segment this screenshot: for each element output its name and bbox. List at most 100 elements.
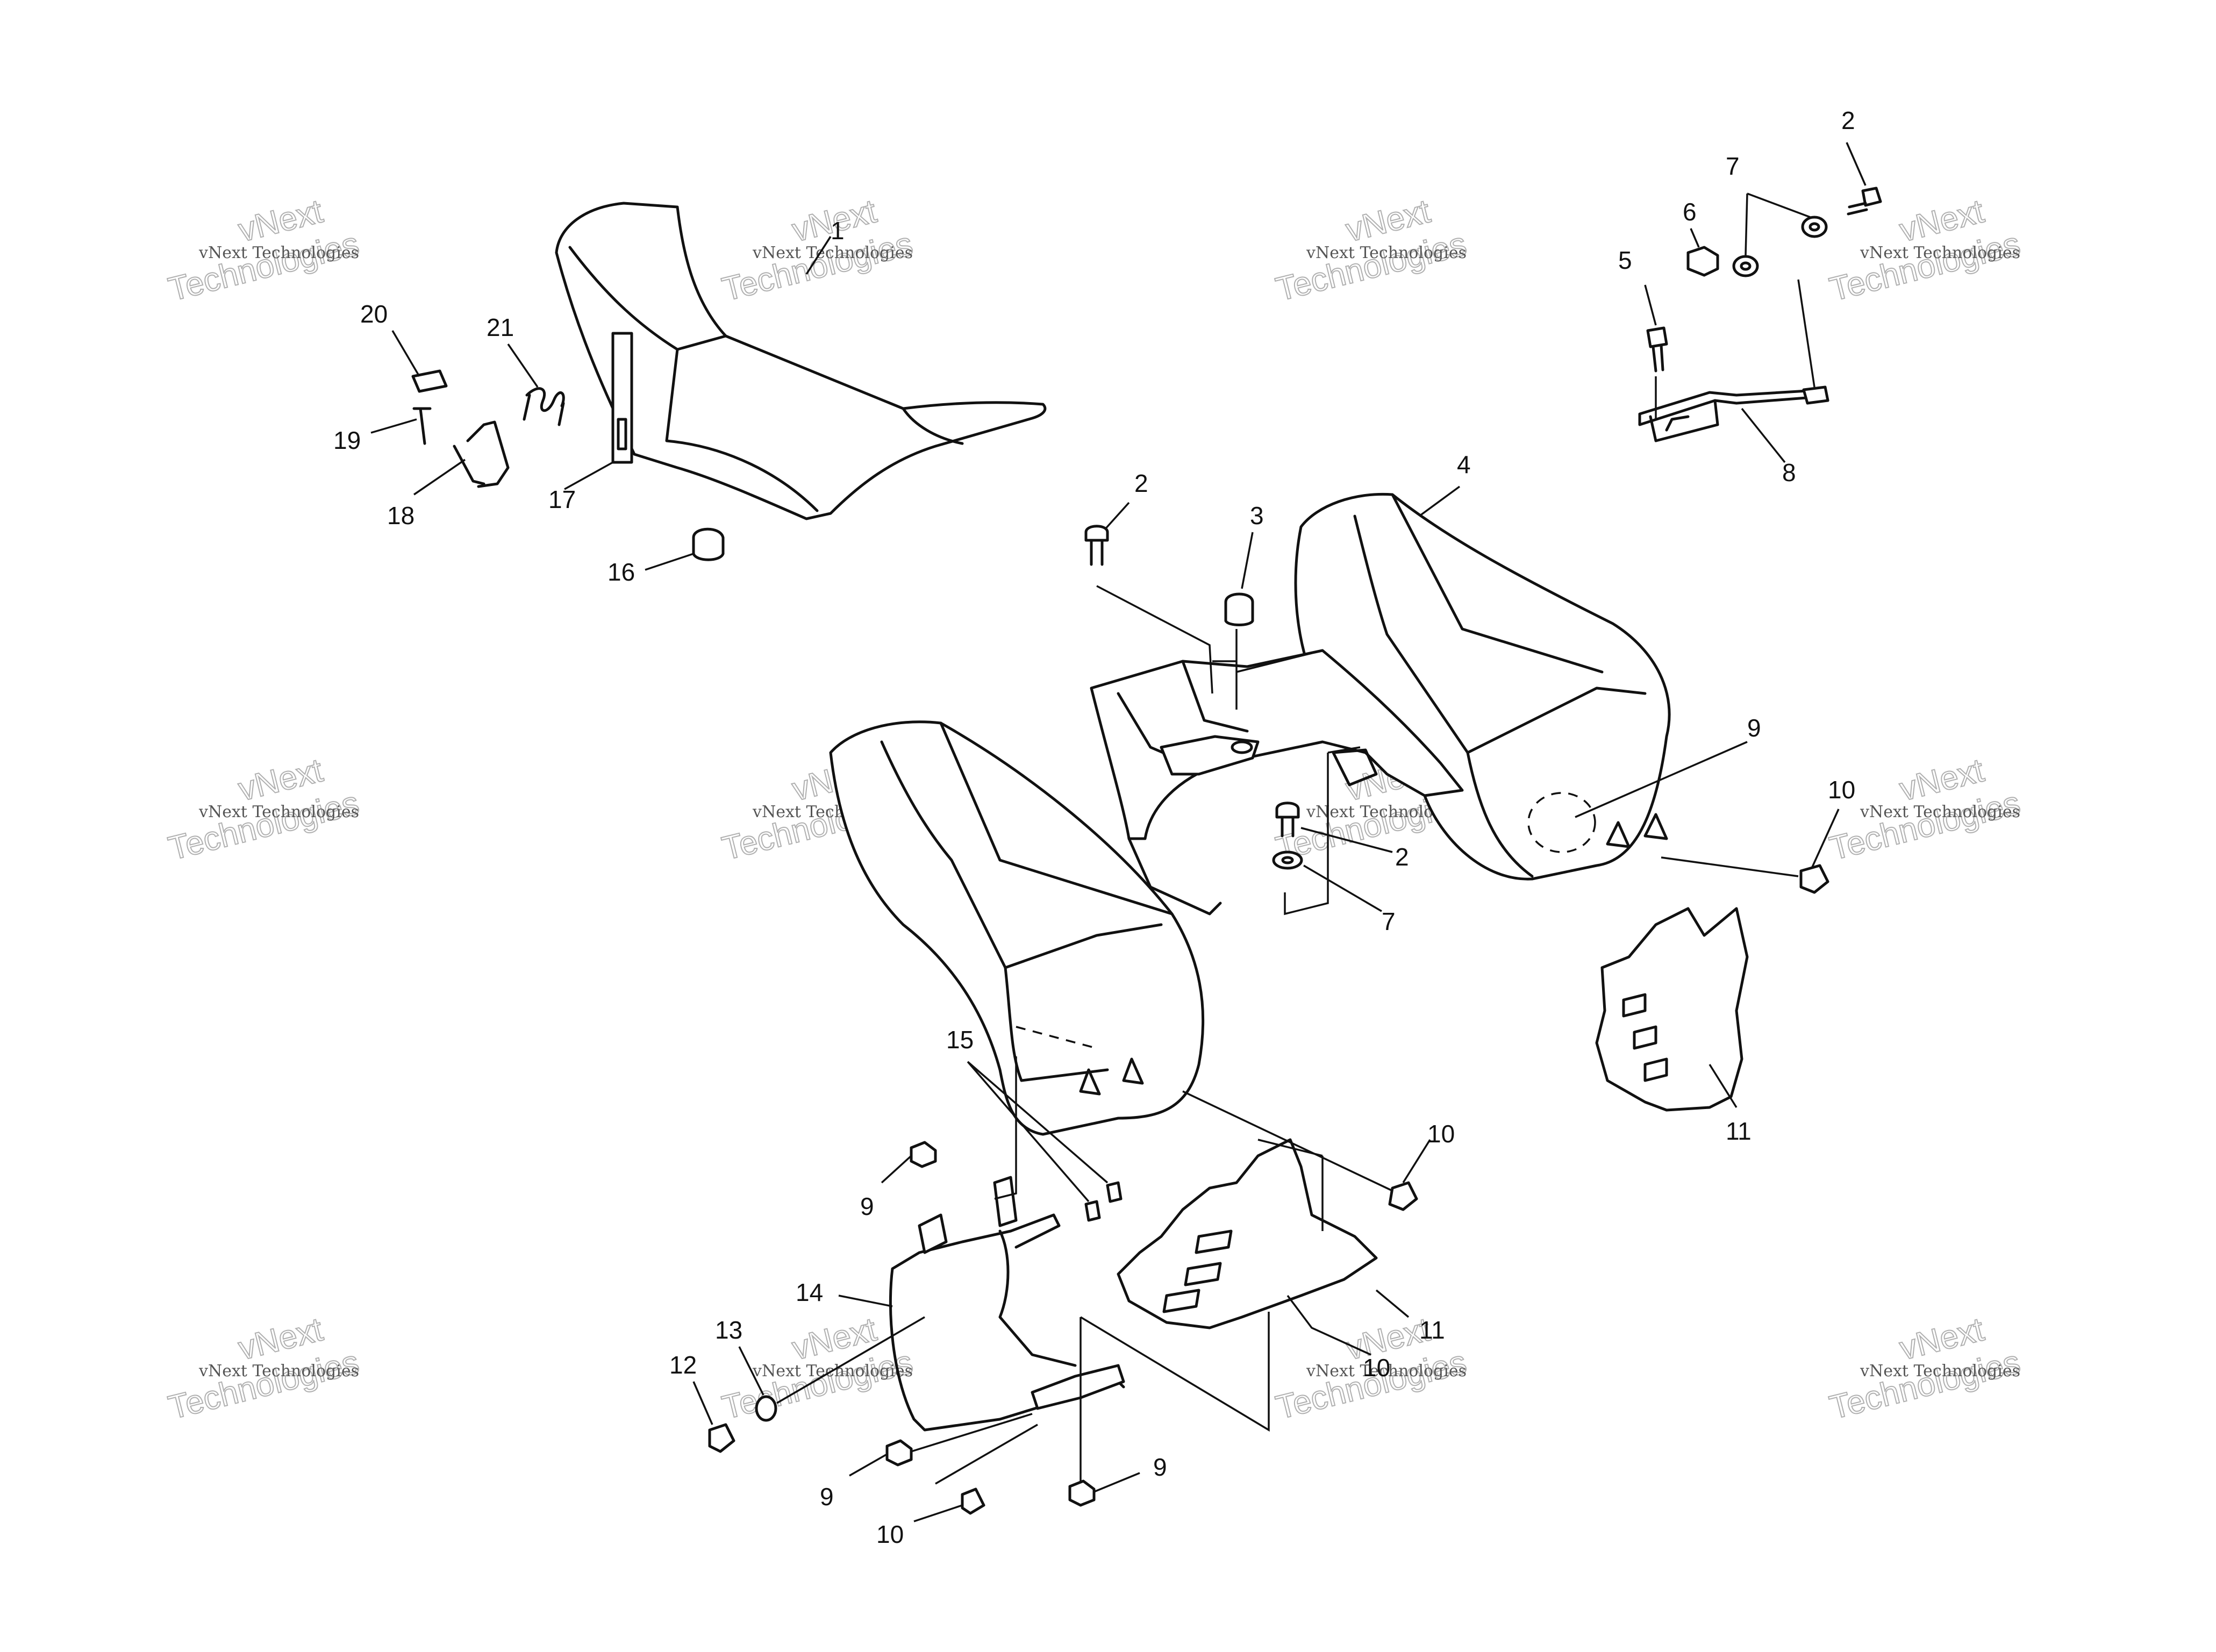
front-fender-crease (939, 721, 1174, 1082)
callout-11-right: 11 (1726, 1117, 1752, 1145)
rear-fender-mount-hole (1527, 792, 1596, 853)
callout-9-left: 9 (820, 1483, 834, 1511)
leader-13-part (776, 1316, 925, 1404)
leader-center-vertical (1257, 1139, 1324, 1231)
nut-9-bottom (1068, 1479, 1096, 1507)
leader-20 (391, 330, 420, 377)
grab-bar-cap (1802, 385, 1829, 405)
callout-10-center-lower: 10 (1363, 1354, 1390, 1382)
bolt-10-lower (961, 1487, 985, 1515)
callout-21: 21 (487, 313, 514, 341)
callout-3: 3 (1250, 502, 1264, 530)
callout-10-center: 10 (1427, 1120, 1455, 1148)
washer-7a (1732, 255, 1759, 277)
nut-9-top (910, 1141, 937, 1168)
leader-19 (370, 418, 417, 434)
leader-grab-bar-vertical (1655, 279, 1815, 419)
watermark-line: vNext Technologies (1860, 1362, 2020, 1381)
leader-2-upper (1104, 502, 1130, 531)
nut-6 (1686, 246, 1719, 277)
washer-7b (1801, 216, 1828, 238)
leader-10-center-lower (1286, 1295, 1371, 1356)
front-bracket-tab-right (993, 1176, 1018, 1227)
watermark: Technologies vNext vNext Technologies (165, 192, 363, 309)
latch-plate (411, 369, 448, 393)
bolt-2-top-shank (1847, 202, 1868, 216)
skid-plate-right-vent (1622, 993, 1668, 1082)
leader-7-center (1303, 864, 1382, 912)
leader-21 (507, 344, 539, 388)
seat-top-edge (568, 246, 727, 351)
watermark: Technologies vNext vNext Technologies (165, 751, 363, 868)
bolt-2-upper (1084, 525, 1109, 542)
watermark-line: vNext Technologies (198, 1362, 359, 1381)
leader-5 (1644, 284, 1657, 326)
skid-plates (1117, 907, 1749, 1329)
leader-2-top (1846, 142, 1867, 186)
watermark: Technologies vNext vNext Technologies (1272, 192, 1471, 309)
grab-bar (1638, 388, 1829, 426)
leader-16 (645, 553, 694, 571)
leader-14 (838, 1295, 893, 1307)
front-fender-body (829, 720, 1205, 1136)
leader-10-lower (913, 1424, 1038, 1522)
callout-6: 6 (1683, 198, 1697, 226)
callout-5: 5 (1618, 246, 1632, 274)
grab-bar-mount (1649, 399, 1719, 442)
leader-4 (1418, 485, 1461, 517)
watermark-line: vNext Technologies (752, 244, 913, 262)
watermark: Technologies vNext vNext Technologies (1826, 1310, 2025, 1427)
watermark-line: vNext Technologies (1306, 244, 1467, 262)
callout-1: 1 (831, 217, 845, 245)
washer-7b-hole (1808, 222, 1820, 232)
seat-bracket (611, 332, 633, 464)
callout-9-top: 9 (860, 1192, 874, 1220)
leader-2-upper-part (1096, 585, 1236, 694)
skid-plate-left (1117, 1138, 1378, 1329)
leader-center-bracket (1284, 746, 1361, 916)
bolt-2-upper-shank (1090, 539, 1104, 566)
washer-7a-hole (1740, 261, 1752, 271)
watermark: Technologies vNext vNext Technologies (718, 1310, 917, 1427)
seat-latch (453, 420, 510, 488)
front-fender-ridge (880, 740, 1163, 969)
leader-15 (967, 1061, 1109, 1203)
front-bracket-frame (889, 1213, 1125, 1432)
leader-7-top (1745, 192, 1812, 256)
leader-10-right (1661, 809, 1840, 877)
front-reflector-right (1122, 1057, 1144, 1085)
callout-12: 12 (669, 1351, 697, 1379)
callout-9-bottom: 9 (1153, 1453, 1167, 1481)
watermark-line: vNext Technologies (198, 244, 359, 262)
leader-12 (692, 1381, 713, 1425)
bolt-2-top (1861, 187, 1882, 207)
callouts: 1 2 2 2 3 4 5 6 7 7 8 9 9 9 9 10 10 10 1… (333, 106, 1855, 1548)
skid-plate-left-vent (1162, 1229, 1233, 1313)
callout-2-top: 2 (1841, 106, 1855, 134)
leader-9-top (881, 1155, 912, 1184)
bridge-leg (1127, 837, 1222, 916)
front-bracket-tab-left (918, 1213, 948, 1254)
rear-fender-ridge (1353, 514, 1647, 754)
callout-19: 19 (333, 426, 361, 454)
bolt-2-center (1275, 802, 1300, 819)
grommet-3 (1224, 592, 1254, 626)
seat-assembly (411, 202, 1047, 561)
bolt-10-right (1799, 864, 1829, 894)
callout-10-right: 10 (1828, 776, 1855, 804)
nut-9-left (885, 1439, 913, 1467)
callout-7-center: 7 (1382, 907, 1396, 935)
leader-10-center (1182, 1090, 1431, 1192)
leader-lines (370, 142, 1867, 1522)
fender-bridge (1090, 649, 1464, 916)
watermark-line: vNext Technologies (198, 803, 359, 821)
front-fender (829, 720, 1205, 1136)
leader-9-bottom (1080, 1312, 1270, 1493)
washer-13 (755, 1395, 777, 1422)
watermark: Technologies vNext vNext Technologies (165, 1310, 363, 1427)
front-fender-lower-line (1016, 1026, 1097, 1049)
leader-6 (1690, 228, 1700, 248)
leader-9-right (1575, 741, 1748, 818)
